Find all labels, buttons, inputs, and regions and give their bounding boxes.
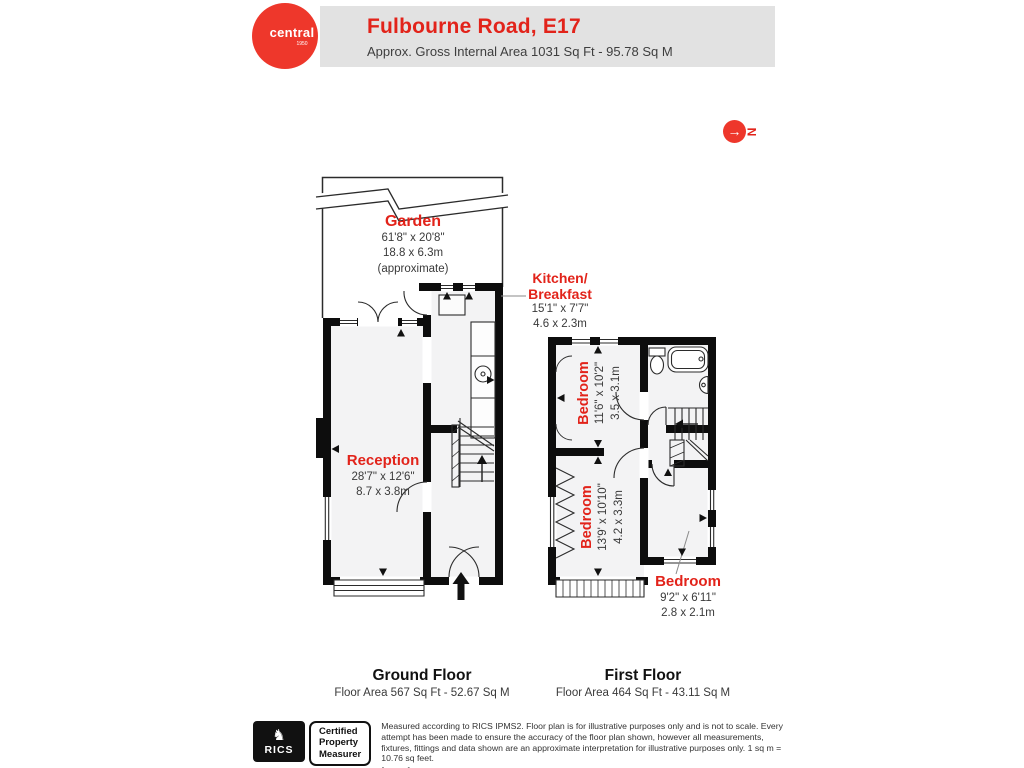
agency-logo: central 1950 — [252, 3, 318, 69]
footer-text: Measured according to RICS IPMS2. Floor … — [381, 721, 787, 768]
ground-floor-area: Floor Area 567 Sq Ft - 52.67 Sq M — [334, 687, 510, 699]
first-floor-area: Floor Area 464 Sq Ft - 43.11 Sq M — [555, 687, 731, 699]
cpm-line-2: Property — [319, 737, 359, 749]
bedroom-left-name: Bedroom — [579, 485, 596, 549]
rics-badge: ♞ RICS — [253, 721, 305, 762]
first-floor-title: First Floor — [604, 667, 682, 684]
website-link: lpaplus.com — [381, 766, 454, 768]
footer: ♞ RICS Certified Property Measurer Measu… — [253, 721, 787, 768]
first-floor-title-block: First Floor Floor Area 464 Sq Ft - 43.11… — [533, 667, 753, 699]
agency-logo-subtext: 1950 — [296, 41, 308, 47]
bedroom-left-imperial: 13'9' x 10'10" — [597, 483, 610, 551]
first-details — [549, 338, 715, 598]
cpm-line-3: Measurer — [319, 748, 362, 760]
header-bar: Fulbourne Road, E17 Approx. Gross Intern… — [320, 6, 775, 67]
certified-property-measurer-badge: Certified Property Measurer — [309, 721, 372, 766]
page-title: Fulbourne Road, E17 — [367, 15, 581, 38]
disclaimer-text: Measured according to RICS IPMS2. Floor … — [381, 721, 783, 764]
bedroom-left-label: Bedroom 13'9' x 10'10" 4.2 x 3.3m — [579, 483, 627, 551]
ground-details — [324, 284, 496, 597]
bedroom-top-name: Bedroom — [576, 361, 593, 425]
bedroom-top-metric: 3.5 x 3.1m — [609, 366, 622, 420]
ground-floor-title-block: Ground Floor Floor Area 567 Sq Ft - 52.6… — [312, 667, 532, 699]
bedroom-top-label: Bedroom 11'6" x 10'2" 3.5 x 3.1m — [576, 361, 624, 425]
ground-arrows — [331, 292, 495, 600]
first-arrows — [557, 346, 707, 576]
rics-label: RICS — [264, 743, 294, 756]
bedroom-left-metric: 4.2 x 3.3m — [612, 490, 625, 544]
compass-arrow-icon: → — [723, 120, 746, 143]
ground-floor-plan — [314, 176, 526, 600]
ground-floor-title: Ground Floor — [372, 667, 472, 684]
bedroom-top-imperial: 11'6" x 10'2" — [594, 361, 607, 425]
agency-logo-text: central — [269, 25, 315, 40]
gross-internal-area: Approx. Gross Internal Area 1031 Sq Ft -… — [367, 44, 673, 59]
cpm-line-1: Certified — [319, 726, 358, 737]
certification-badges: ♞ RICS Certified Property Measurer — [253, 721, 372, 768]
first-floor-plan — [547, 336, 717, 598]
rics-lion-icon: ♞ — [272, 726, 286, 744]
